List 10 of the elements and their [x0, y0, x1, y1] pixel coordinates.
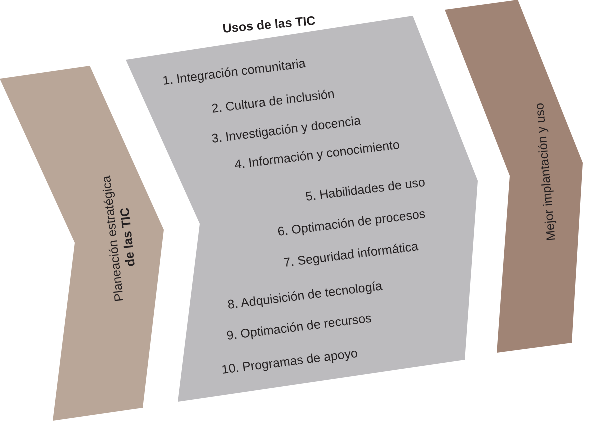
list-item: 8. Adquisición de tecnología [227, 278, 384, 312]
list-item: 6. Optimación de procesos [277, 206, 426, 240]
list-item: 5. Habilidades de uso [305, 174, 426, 204]
stage-label: Mejor implantación y uso [532, 102, 560, 242]
list-item: 10. Programas de apoyo [221, 346, 359, 378]
stage-label: Planeación estratégica de las TIC [98, 174, 139, 304]
list-item: 9. Optimación de recursos [226, 310, 373, 344]
list-item: 1. Integración comunitaria [162, 56, 307, 88]
list-item: 7. Seguridad informática [283, 239, 420, 270]
section-heading: Usos de las TIC [222, 13, 316, 36]
